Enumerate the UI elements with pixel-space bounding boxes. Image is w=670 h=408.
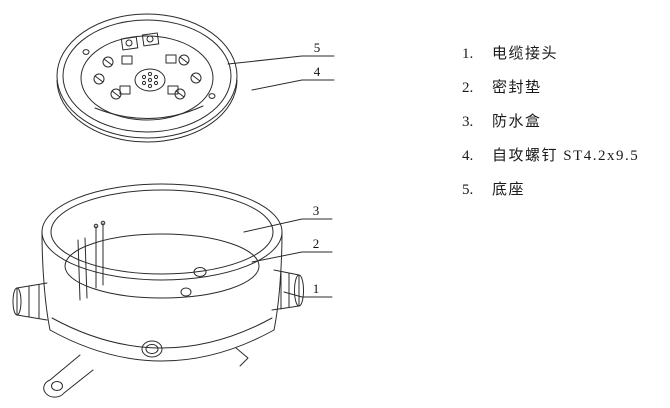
legend-item-label: 防水盒 (492, 114, 542, 130)
legend-item-label: 底座 (492, 182, 526, 198)
waterproof-box-drawing (12, 183, 304, 398)
legend-item-number: 3. (462, 114, 474, 130)
base-drawing (56, 13, 238, 143)
exploded-view-figure: 5 4 3 2 1 (12, 13, 335, 398)
parts-legend: 1. 电缆接头 2. 密封垫 3. 防水盒 4. 自攻螺钉 ST4.2x9.5 … (462, 42, 667, 212)
callout-lines (227, 55, 335, 298)
legend-item-4: 4. 自攻螺钉 ST4.2x9.5 (462, 144, 667, 166)
legend-item-1: 1. 电缆接头 (462, 42, 667, 64)
legend-item-label: 电缆接头 (492, 46, 559, 62)
legend-item-number: 1. (462, 46, 474, 62)
legend-item-label: 自攻螺钉 ST4.2x9.5 (492, 148, 640, 164)
callout-number-1: 1 (313, 281, 320, 296)
callout-number-3: 3 (313, 203, 320, 218)
callout-number-4: 4 (314, 64, 321, 79)
legend-item-3: 3. 防水盒 (462, 110, 667, 132)
callout-number-2: 2 (313, 236, 320, 251)
legend-item-number: 5. (462, 182, 474, 198)
legend-item-label: 密封垫 (492, 80, 542, 96)
legend-item-2: 2. 密封垫 (462, 76, 667, 98)
legend-item-number: 2. (462, 80, 474, 96)
callout-number-5: 5 (314, 40, 321, 55)
legend-item-number: 4. (462, 148, 474, 164)
legend-item-5: 5. 底座 (462, 178, 667, 200)
